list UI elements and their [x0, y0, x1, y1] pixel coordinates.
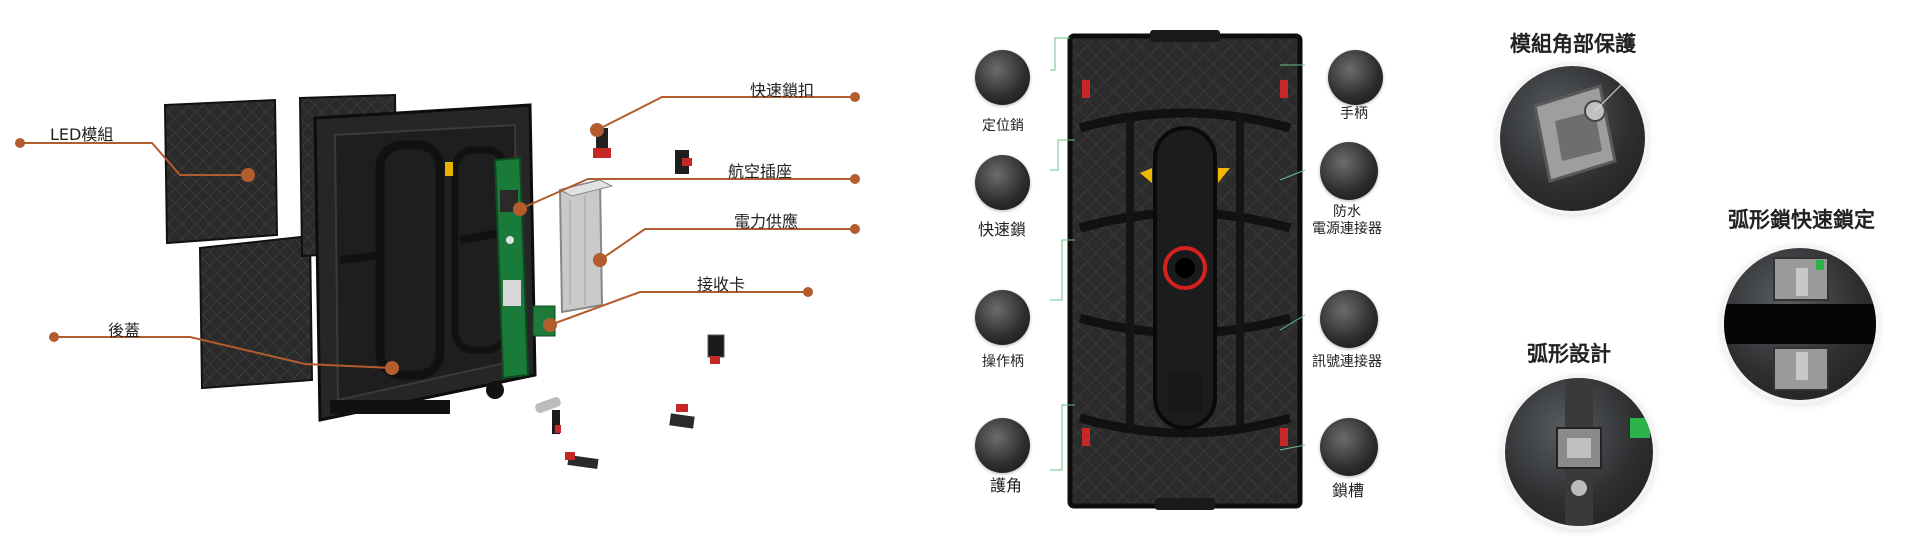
quick-lock-part: [593, 128, 692, 174]
back-cover-panel: [198, 234, 314, 390]
locating-pin-thumb: [975, 50, 1030, 105]
label-lock-slot: 鎖槽: [1332, 481, 1365, 500]
title-corner-protection: 模組角部保護: [1510, 32, 1636, 56]
label-led-module: LED模組: [50, 125, 114, 144]
waterproof-power-connector-thumb: [1320, 142, 1378, 200]
label-power-supply: 電力供應: [734, 212, 799, 231]
label-corner-guard: 護角: [990, 476, 1023, 495]
corner-guard-thumb: [975, 418, 1030, 473]
spare-parts: [535, 334, 725, 470]
label-handle: 手柄: [1340, 106, 1368, 122]
label-quick-lock: 快速鎖扣: [750, 81, 815, 100]
label-aviation-socket: 航空插座: [728, 162, 793, 181]
arc-lock-image: [1724, 248, 1876, 400]
label-operating-handle: 操作柄: [982, 354, 1024, 370]
back-view-callout-lines: [1050, 37, 1306, 471]
title-arc-design: 弧形設計: [1527, 342, 1611, 366]
label-signal-connector: 訊號連接器: [1312, 354, 1382, 370]
quick-lock-thumb: [975, 155, 1030, 210]
label-back-cover: 後蓋: [108, 321, 141, 340]
label-quick-lock-2: 快速鎖: [978, 220, 1027, 239]
waterproof-line-1: 防水: [1333, 204, 1361, 220]
corner-protection-image: [1500, 66, 1645, 211]
power-supply-box: [558, 178, 614, 314]
waterproof-line-2: 電源連接器: [1312, 221, 1382, 237]
signal-connector-thumb: [1320, 290, 1378, 348]
corner-bracket-graphic: [1533, 66, 1641, 183]
power-supply-pcb: [493, 156, 530, 380]
callout-lines: [20, 96, 855, 369]
title-arc-lock-quick-lock: 弧形鎖快速鎖定: [1728, 208, 1875, 232]
handle-thumb: [1328, 50, 1383, 105]
callout-dots: [15, 92, 860, 375]
arc-lock-graphic: [1724, 257, 1876, 391]
exploded-view-diagram: [15, 92, 860, 470]
lock-slot-thumb: [1320, 418, 1378, 476]
arc-design-image: [1505, 378, 1653, 526]
label-waterproof-power-connector: 防水 電源連接器: [1312, 204, 1382, 238]
led-module-panel: [163, 98, 279, 245]
arc-mechanism-graphic: [1556, 378, 1650, 526]
operating-handle-thumb: [975, 290, 1030, 345]
label-receiving-card: 接收卡: [697, 275, 746, 294]
cabinet-back-view: [1067, 30, 1303, 510]
label-locating-pin: 定位銷: [982, 118, 1024, 134]
